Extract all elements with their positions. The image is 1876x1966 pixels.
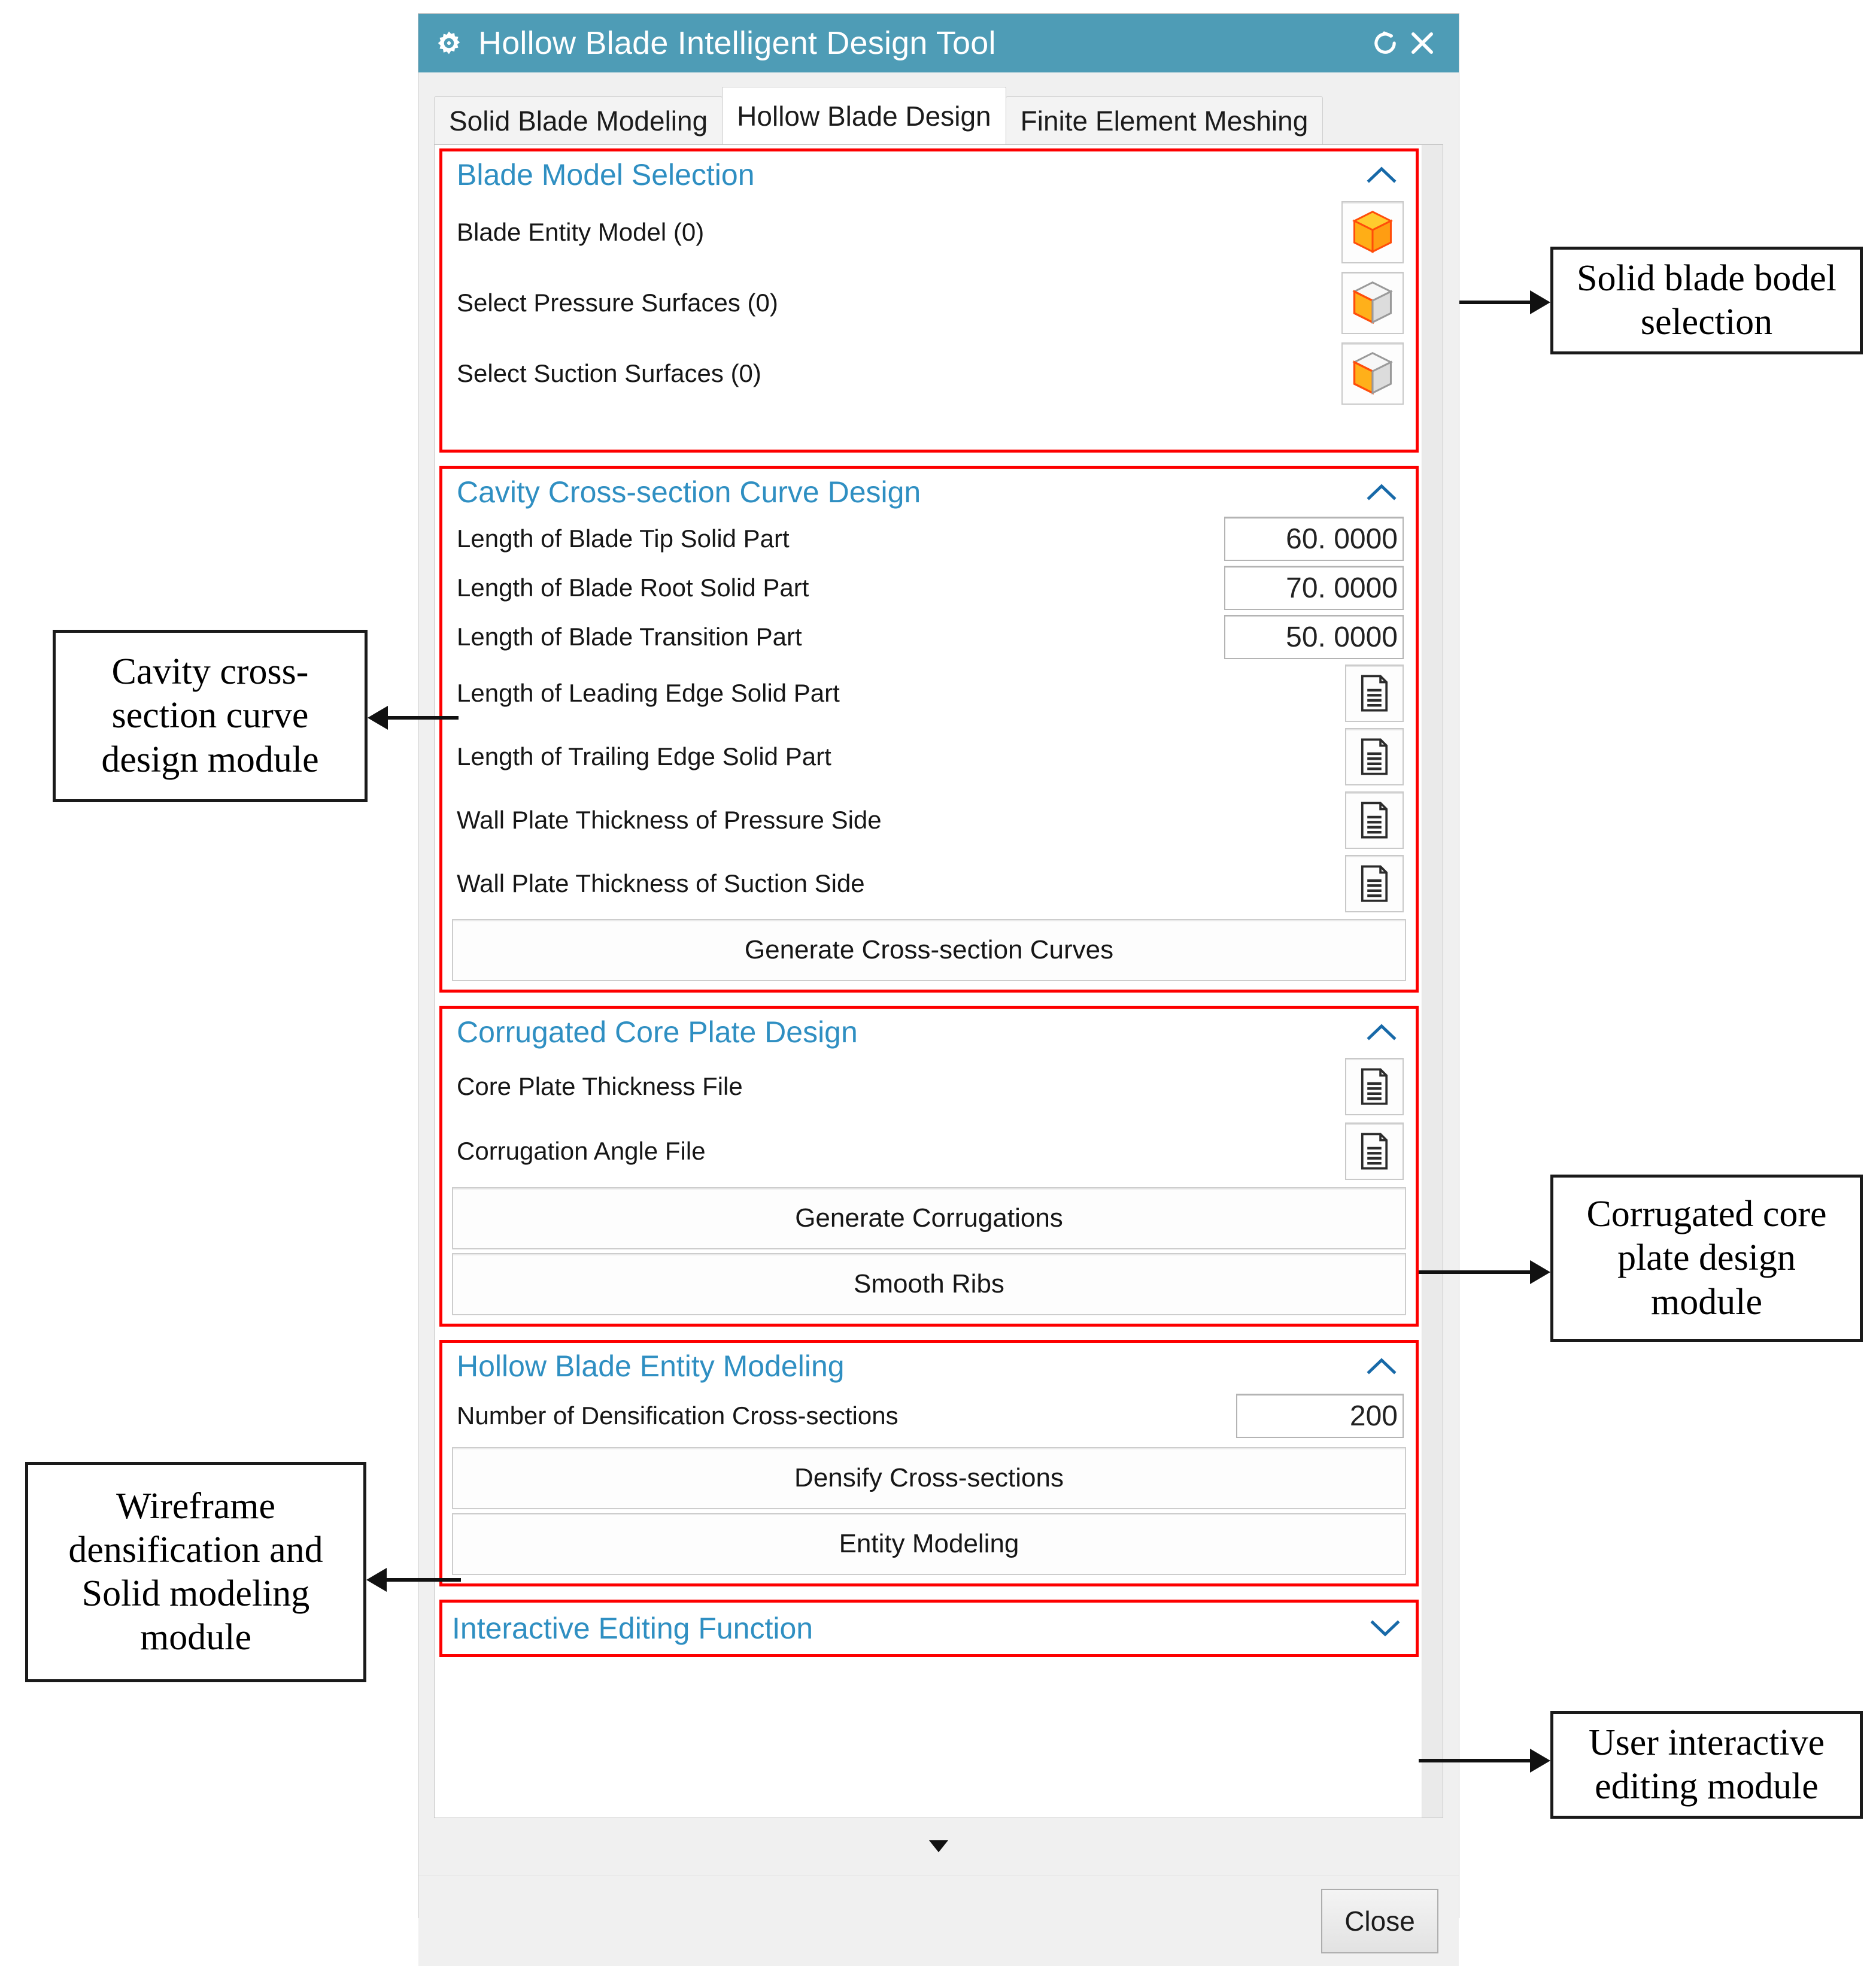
group-title: Hollow Blade Entity Modeling <box>457 1349 845 1383</box>
group-blade-model-selection: Blade Model Selection Blade Entity Model… <box>439 148 1419 453</box>
panel-scrollbar[interactable] <box>1422 145 1443 1818</box>
row-label: Select Pressure Surfaces (0) <box>457 289 778 317</box>
face-cube-icon[interactable] <box>1341 342 1404 405</box>
row-label: Length of Blade Root Solid Part <box>457 574 809 602</box>
group-title: Blade Model Selection <box>457 158 755 192</box>
tab-solid-blade-modeling[interactable]: Solid Blade Modeling <box>434 96 723 144</box>
row-label: Number of Densification Cross-sections <box>457 1401 898 1430</box>
group-title: Cavity Cross-section Curve Design <box>457 475 921 509</box>
solid-cube-icon[interactable] <box>1341 201 1404 263</box>
group-title: Corrugated Core Plate Design <box>457 1015 858 1049</box>
file-icon[interactable] <box>1345 1122 1404 1180</box>
annotation-text: Corrugated core plate design module <box>1586 1194 1827 1322</box>
group-header[interactable]: Hollow Blade Entity Modeling <box>452 1343 1406 1388</box>
row-length-trailing-edge-solid: Length of Trailing Edge Solid Part <box>452 725 1406 788</box>
annotation-user-interactive-editing-module: User interactive editing module <box>1550 1711 1863 1819</box>
row-corrugation-angle-file: Corrugation Angle File <box>452 1119 1406 1184</box>
title-bar: Hollow Blade Intelligent Design Tool <box>418 14 1459 72</box>
row-length-blade-transition: Length of Blade Transition Part 50. 0000 <box>452 612 1406 662</box>
gear-icon <box>435 29 463 57</box>
length-blade-transition-input[interactable]: 50. 0000 <box>1224 615 1404 659</box>
chevron-up-icon[interactable] <box>1365 164 1403 186</box>
file-icon[interactable] <box>1345 665 1404 722</box>
row-core-plate-thickness-file: Core Plate Thickness File <box>452 1054 1406 1119</box>
annotation-text: Wireframe densification and Solid modeli… <box>68 1485 323 1658</box>
group-cavity-cross-section-curve-design: Cavity Cross-section Curve Design Length… <box>439 466 1419 993</box>
triangle-down-icon <box>925 1837 952 1858</box>
annotation-solid-blade-model-selection: Solid blade bodel selection <box>1550 247 1863 354</box>
window-title: Hollow Blade Intelligent Design Tool <box>478 25 996 61</box>
group-title: Interactive Editing Function <box>452 1612 813 1645</box>
row-label: Wall Plate Thickness of Suction Side <box>457 869 865 897</box>
number-densification-cross-sections-input[interactable]: 200 <box>1236 1394 1404 1438</box>
button-label: Densify Cross-sections <box>794 1463 1064 1492</box>
row-label: Length of Blade Transition Part <box>457 623 802 651</box>
tab-finite-element-meshing[interactable]: Finite Element Meshing <box>1005 96 1323 144</box>
row-label: Corrugation Angle File <box>457 1137 706 1165</box>
group-hollow-blade-entity-modeling: Hollow Blade Entity Modeling Number of D… <box>439 1340 1419 1586</box>
row-label: Length of Trailing Edge Solid Part <box>457 742 831 770</box>
entity-modeling-button[interactable]: Entity Modeling <box>452 1513 1406 1575</box>
annotation-cavity-cross-section-module: Cavity cross-section curve design module <box>53 630 368 802</box>
densify-cross-sections-button[interactable]: Densify Cross-sections <box>452 1447 1406 1509</box>
button-label: Generate Corrugations <box>795 1203 1063 1233</box>
annotation-corrugated-core-plate-module: Corrugated core plate design module <box>1550 1175 1863 1342</box>
file-icon[interactable] <box>1345 1058 1404 1115</box>
row-wall-plate-thickness-pressure: Wall Plate Thickness of Pressure Side <box>452 788 1406 852</box>
annotation-wireframe-densification-module: Wireframe densification and Solid modeli… <box>25 1462 366 1682</box>
file-icon[interactable] <box>1345 728 1404 785</box>
group-corrugated-core-plate-design: Corrugated Core Plate Design Core Plate … <box>439 1006 1419 1327</box>
group-interactive-editing-function[interactable]: Interactive Editing Function <box>439 1600 1419 1657</box>
row-length-blade-tip-solid: Length of Blade Tip Solid Part 60. 0000 <box>452 514 1406 563</box>
annotation-text: User interactive editing module <box>1588 1722 1825 1807</box>
row-label: Wall Plate Thickness of Pressure Side <box>457 806 882 834</box>
dialog-footer: Close <box>418 1876 1459 1966</box>
row-number-densification-cross-sections: Number of Densification Cross-sections 2… <box>452 1388 1406 1443</box>
file-icon[interactable] <box>1345 855 1404 912</box>
chevron-up-icon[interactable] <box>1365 1021 1403 1043</box>
row-label: Select Suction Surfaces (0) <box>457 359 761 387</box>
length-blade-root-solid-input[interactable]: 70. 0000 <box>1224 566 1404 610</box>
tab-label: Finite Element Meshing <box>1020 105 1309 136</box>
close-button[interactable]: Close <box>1321 1889 1438 1953</box>
row-label: Core Plate Thickness File <box>457 1072 743 1100</box>
row-length-leading-edge-solid: Length of Leading Edge Solid Part <box>452 662 1406 725</box>
button-label: Generate Cross-section Curves <box>744 935 1114 964</box>
button-label: Entity Modeling <box>839 1529 1019 1558</box>
tab-label: Hollow Blade Design <box>737 100 991 132</box>
length-blade-tip-solid-input[interactable]: 60. 0000 <box>1224 517 1404 561</box>
generate-cross-section-curves-button[interactable]: Generate Cross-section Curves <box>452 919 1406 981</box>
smooth-ribs-button[interactable]: Smooth Ribs <box>452 1253 1406 1315</box>
refresh-icon[interactable] <box>1367 25 1404 62</box>
expand-more-button[interactable] <box>418 1818 1459 1876</box>
tab-hollow-blade-design[interactable]: Hollow Blade Design <box>722 87 1006 144</box>
close-button-label: Close <box>1344 1906 1415 1937</box>
close-x-icon[interactable] <box>1404 25 1441 62</box>
annotation-text: Solid blade bodel selection <box>1577 257 1836 342</box>
row-length-blade-root-solid: Length of Blade Root Solid Part 70. 0000 <box>452 563 1406 612</box>
row-label: Length of Leading Edge Solid Part <box>457 679 840 707</box>
row-select-suction-surfaces: Select Suction Surfaces (0) <box>452 338 1406 409</box>
tab-strip: Solid Blade Modeling Hollow Blade Design… <box>434 87 1459 144</box>
generate-corrugations-button[interactable]: Generate Corrugations <box>452 1187 1406 1249</box>
row-wall-plate-thickness-suction: Wall Plate Thickness of Suction Side <box>452 852 1406 915</box>
row-label: Blade Entity Model (0) <box>457 218 705 246</box>
face-cube-icon[interactable] <box>1341 272 1404 334</box>
button-label: Smooth Ribs <box>854 1269 1004 1298</box>
group-header[interactable]: Corrugated Core Plate Design <box>452 1009 1406 1054</box>
group-header[interactable]: Blade Model Selection <box>452 151 1406 197</box>
tab-label: Solid Blade Modeling <box>449 105 708 136</box>
chevron-down-icon[interactable] <box>1369 1618 1406 1639</box>
row-blade-entity-model: Blade Entity Model (0) <box>452 197 1406 268</box>
group-header[interactable]: Cavity Cross-section Curve Design <box>452 469 1406 514</box>
file-icon[interactable] <box>1345 791 1404 849</box>
chevron-up-icon[interactable] <box>1365 481 1403 503</box>
settings-panel: Blade Model Selection Blade Entity Model… <box>434 144 1443 1818</box>
chevron-up-icon[interactable] <box>1365 1355 1403 1377</box>
row-select-pressure-surfaces: Select Pressure Surfaces (0) <box>452 268 1406 338</box>
application-window: Hollow Blade Intelligent Design Tool Sol… <box>418 13 1459 1966</box>
annotation-text: Cavity cross-section curve design module <box>101 651 319 780</box>
row-label: Length of Blade Tip Solid Part <box>457 524 790 553</box>
